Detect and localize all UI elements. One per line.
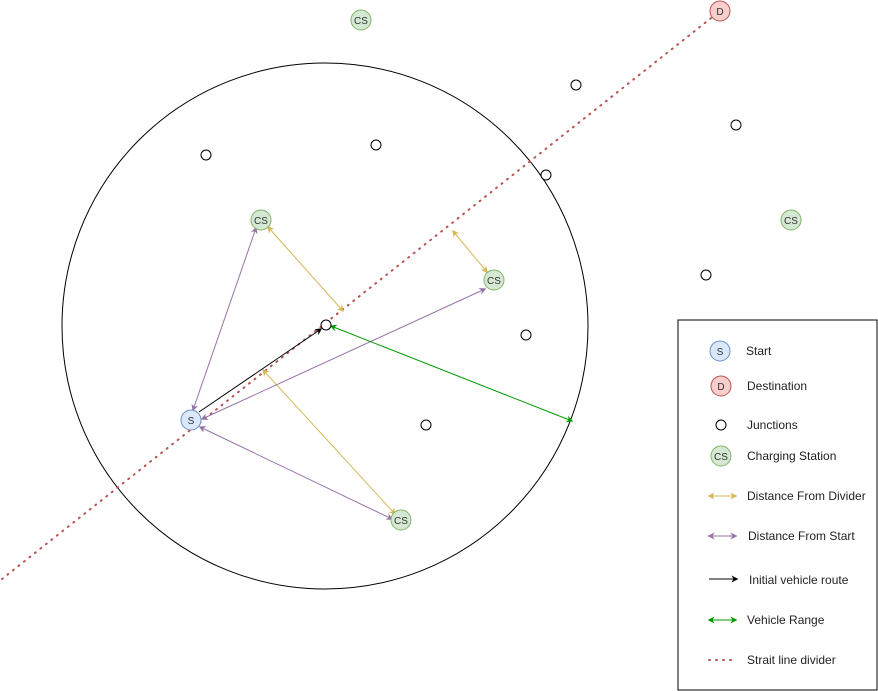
initial-route-arrow xyxy=(198,328,323,413)
strait-line-divider xyxy=(1,10,721,580)
legend-start-label: Start xyxy=(746,344,772,358)
cs-label: CS xyxy=(354,16,368,27)
legend-start-distance: Distance From Start xyxy=(707,529,855,543)
legend-box xyxy=(677,319,878,691)
legend-junctions-label: Junctions xyxy=(747,418,798,432)
legend-range: Vehicle Range xyxy=(707,613,825,627)
charging-station-cs-upper-left: CS xyxy=(250,209,272,231)
charging-station-cs-far-right: CS xyxy=(780,209,802,231)
legend-charging-station-label: Charging Station xyxy=(747,449,836,463)
legend-divider: Strait line divider xyxy=(708,653,836,667)
legend-range-label: Vehicle Range xyxy=(747,613,825,627)
junction-node xyxy=(570,79,582,91)
destination-label: D xyxy=(716,7,723,18)
legend-start-distance-label: Distance From Start xyxy=(748,529,855,543)
start-node: S xyxy=(180,409,202,431)
junctions xyxy=(200,79,742,431)
cs-label: CS xyxy=(394,516,408,527)
divider-distance-arrow-3 xyxy=(262,368,396,516)
cs-label: CS xyxy=(487,276,501,287)
vehicle-range-arrow xyxy=(329,324,574,423)
legend-start: S Start xyxy=(709,340,772,362)
destination-node: D xyxy=(709,0,731,22)
legend-cs-symbol: CS xyxy=(714,452,728,463)
legend-route: Initial vehicle route xyxy=(709,573,849,587)
legend-junctions: Junctions xyxy=(715,418,798,432)
legend-charging-station: CS Charging Station xyxy=(710,445,836,467)
legend-divider-distance: Distance From Divider xyxy=(707,489,866,503)
vehicle-range-circle xyxy=(61,62,589,590)
junction-node-center xyxy=(320,319,332,331)
start-distance-arrow-1 xyxy=(191,226,258,412)
divider-distance-arrow-1 xyxy=(267,225,344,313)
start-distance-arrow-3 xyxy=(198,426,394,520)
legend: S Start D Destination Junctions CS Charg… xyxy=(677,319,878,691)
legend-destination-label: Destination xyxy=(747,379,807,393)
charging-station-cs-bottom: CS xyxy=(390,509,412,531)
cs-label: CS xyxy=(254,216,268,227)
junction-node xyxy=(700,269,712,281)
legend-destination: D Destination xyxy=(710,375,807,397)
junction-node xyxy=(540,169,552,181)
charging-station-cs-top: CS xyxy=(350,9,372,31)
legend-divider-label: Strait line divider xyxy=(747,653,836,667)
legend-destination-symbol: D xyxy=(717,382,724,393)
charging-station-cs-right: CS xyxy=(483,269,505,291)
junction-node xyxy=(420,419,432,431)
legend-route-label: Initial vehicle route xyxy=(749,573,849,587)
junction-node xyxy=(200,149,212,161)
junction-node xyxy=(730,119,742,131)
junction-node xyxy=(520,329,532,341)
junction-node xyxy=(370,139,382,151)
legend-divider-distance-label: Distance From Divider xyxy=(747,489,866,503)
legend-start-symbol: S xyxy=(717,347,724,358)
cs-label: CS xyxy=(784,216,798,227)
divider-distance-arrow-2 xyxy=(452,229,488,274)
start-label: S xyxy=(188,416,195,427)
